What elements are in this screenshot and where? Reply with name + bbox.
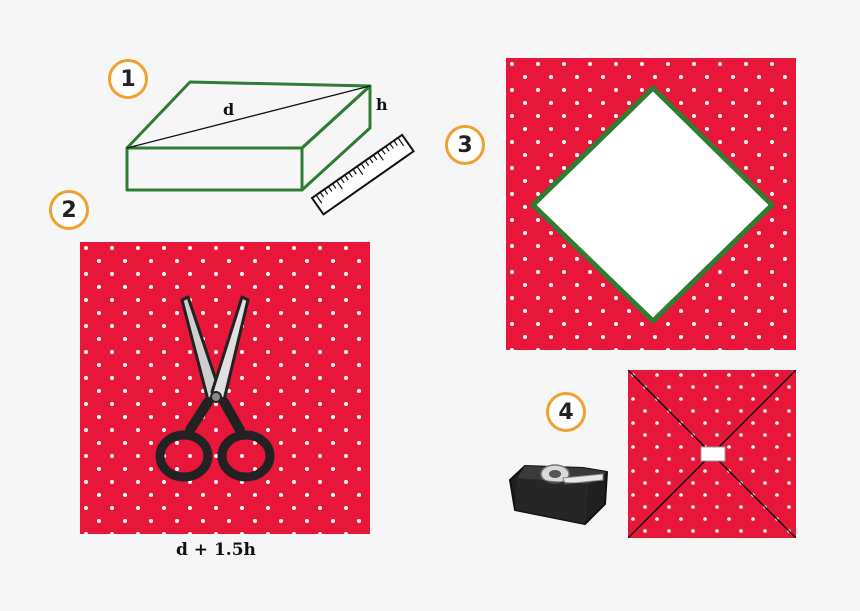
box-front-face [125, 146, 304, 192]
ruler-tick [323, 189, 329, 195]
ruler-tick [344, 174, 349, 181]
ruler-tick [389, 143, 394, 149]
step-3-badge: 3 [445, 125, 485, 165]
ruler-tick [397, 137, 405, 147]
ruler-tick [315, 194, 323, 204]
box-side-face [300, 84, 372, 192]
ruler-tick [331, 183, 337, 189]
ruler-tick [327, 186, 333, 192]
ruler-tick [393, 140, 398, 146]
fabric-square-step-2 [80, 242, 370, 534]
ruler-tick [352, 168, 357, 175]
fabric-size-label: d + 1.5h [176, 540, 256, 560]
ruler-tick [336, 180, 343, 190]
ruler-tick [340, 177, 345, 184]
height-label: h [376, 95, 388, 114]
ruler-tick [356, 166, 364, 175]
ruler-tick [385, 146, 390, 152]
ruler-tick [360, 163, 366, 169]
ruler-tick [372, 154, 378, 161]
folded-fabric-step-4 [628, 370, 796, 538]
step-4-badge: 4 [546, 392, 586, 432]
ruler-tick [319, 191, 325, 198]
ruler-tick [377, 151, 384, 161]
box-drawing: d h [125, 80, 415, 216]
ruler-tick [368, 157, 374, 164]
scissors-icon [155, 295, 275, 482]
box-diagonal-line [126, 85, 371, 149]
step-2-badge: 2 [49, 190, 89, 230]
step-1-badge: 1 [108, 59, 148, 99]
fabric-square-step-3 [506, 58, 796, 350]
box-base-diamond [530, 85, 775, 324]
ruler-tick [364, 160, 370, 166]
ruler-tick [348, 171, 353, 178]
tape-dispenser-icon [509, 464, 608, 525]
diagonal-label: d [223, 100, 234, 119]
ruler-icon [310, 133, 415, 216]
ruler-tick [381, 148, 386, 155]
tape-strip [700, 446, 726, 462]
